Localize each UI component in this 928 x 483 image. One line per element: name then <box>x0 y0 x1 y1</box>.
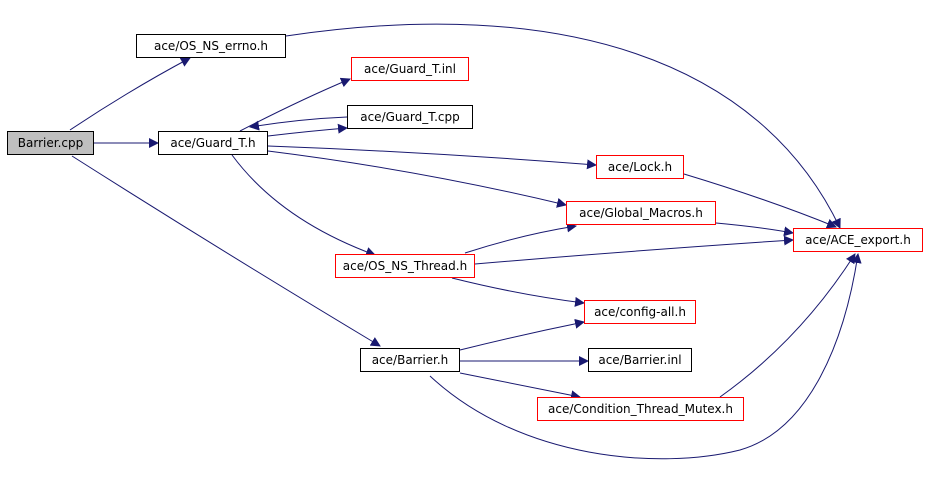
edge-barrierh-condmutex <box>459 372 581 401</box>
node-condition-thread-mutex[interactable]: ace/Condition_Thread_Mutex.h <box>537 397 744 421</box>
node-guard-t-h[interactable]: ace/Guard_T.h <box>158 131 268 155</box>
node-os-ns-errno[interactable]: ace/OS_NS_errno.h <box>136 34 286 58</box>
node-barrier-h[interactable]: ace/Barrier.h <box>360 348 460 372</box>
node-config-all[interactable]: ace/config-all.h <box>584 300 696 324</box>
edge-guardtcpp-guardth <box>249 116 348 131</box>
node-global-macros[interactable]: ace/Global_Macros.h <box>566 201 716 225</box>
edge-guardth-guardtinl <box>239 77 351 132</box>
node-guard-t-inl[interactable]: ace/Guard_T.inl <box>351 57 469 81</box>
edge-lockh-aceexport <box>683 173 837 229</box>
edge-globalmacros-aceexport <box>715 222 794 237</box>
edge-guardth-guardtcpp <box>267 123 348 137</box>
edge-osnsthread-configall <box>451 277 585 307</box>
edge-condmutex-aceexport <box>719 253 856 398</box>
node-lock-h[interactable]: ace/Lock.h <box>596 155 684 179</box>
node-ace-export[interactable]: ace/ACE_export.h <box>793 228 923 252</box>
edge-barrierh-aceexport <box>429 253 862 460</box>
edge-barriercpp-osnserrno <box>69 57 191 131</box>
edge-guardth-osnsthread <box>231 154 376 257</box>
node-os-ns-thread[interactable]: ace/OS_NS_Thread.h <box>335 254 475 278</box>
edge-osnsthread-globalmacros <box>464 222 577 254</box>
edge-guardth-lockh <box>267 145 597 170</box>
node-barrier-inl[interactable]: ace/Barrier.inl <box>588 348 692 372</box>
edge-osnserrno-aceexport <box>285 23 841 229</box>
edge-guardth-globalmacros <box>267 150 567 208</box>
edge-barriercpp-barrierh <box>71 155 381 347</box>
node-barrier-cpp[interactable]: Barrier.cpp <box>7 131 94 155</box>
edge-osnsthread-aceexport <box>474 235 794 265</box>
node-guard-t-cpp[interactable]: ace/Guard_T.cpp <box>347 105 473 129</box>
edge-barrierh-configall <box>459 318 585 351</box>
